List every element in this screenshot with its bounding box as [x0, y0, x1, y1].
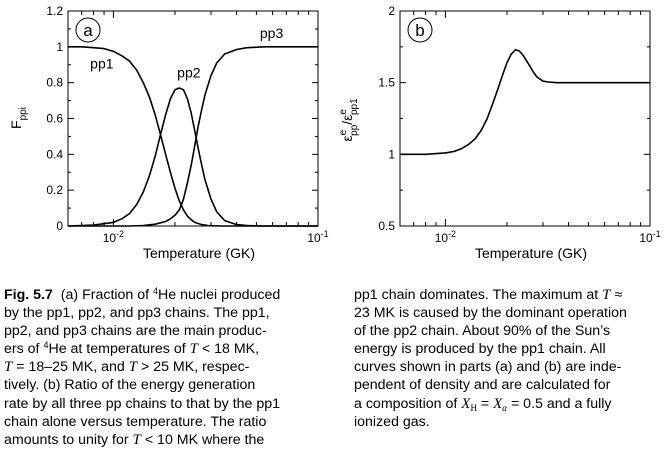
y-tick-label: 0.6	[46, 112, 63, 126]
x-axis-label-b: Temperature (GK)	[475, 245, 587, 261]
caption-line: rate by all three pp chains to that by t…	[4, 395, 281, 412]
panel-tag-circle-b	[407, 17, 433, 43]
figure-panels: 0 0.2 0.4 0.6 0.8 1 1.2 10-2 10-1 pp1 pp2 pp3 a T…	[8, 4, 661, 261]
y-tick-label: 0.8	[46, 76, 63, 90]
y-tick-label: 0.2	[46, 183, 63, 197]
caption-line: pp2, and pp3 chains are the main produc-	[4, 323, 267, 340]
x-tick-label: 10-1	[307, 229, 328, 245]
caption-line: curves shown in parts (a) and (b) are in…	[354, 359, 622, 376]
caption-line: pp1 chain dominates. The maximum at T ≈	[354, 287, 623, 303]
y-tick-label: 1	[388, 147, 395, 161]
curves-b	[400, 48, 650, 156]
curve-labels-a: pp1 pp2 pp3	[90, 25, 283, 80]
x-tick-label: 10-2	[435, 229, 456, 245]
curve-label-pp3: pp3	[260, 25, 284, 41]
series-line	[400, 48, 650, 156]
caption-line: T = 18–25 MK, and T > 25 MK, respec-	[4, 359, 250, 376]
curves-a	[67, 45, 318, 227]
caption-line: ers of 4He at temperatures of T < 18 MK,	[4, 340, 260, 358]
curve-label-pp2: pp2	[177, 64, 201, 80]
y-tick-label: 1	[56, 40, 63, 54]
caption-line: pendent of density and are calculated fo…	[354, 377, 611, 394]
caption-line: by the pp1, pp2, and pp3 chains. The pp1…	[4, 305, 270, 322]
y-ticks-b: 0.5 1 1.5 2	[378, 4, 650, 233]
caption-line: ionized gas.	[354, 413, 430, 430]
y-tick-label: 1.2	[46, 4, 63, 18]
caption-line: 23 MK is caused by the dominant operatio…	[354, 305, 627, 322]
caption-line: energy is produced by the pp1 chain. All	[354, 341, 606, 358]
curve-label-pp1: pp1	[90, 55, 114, 71]
svg-text:εepp/εepp1: εepp/εepp1	[338, 98, 360, 142]
panel-tag-a: a	[83, 21, 93, 40]
caption-line: of the pp2 chain. About 90% of the Sun’s	[354, 323, 611, 340]
panel-tag-circle-a	[75, 17, 101, 43]
caption-line: a composition of XH = Xα = 0.5 and a ful…	[354, 395, 612, 413]
series-line-pp1	[68, 45, 318, 227]
x-axis-label-a: Temperature (GK)	[143, 245, 255, 261]
x-tick-label: 10-2	[103, 229, 124, 245]
y-ticks-a: 0 0.2 0.4 0.6 0.8 1 1.2	[46, 4, 318, 233]
caption-line: amounts to unity for T < 10 MK where the	[4, 431, 265, 448]
caption-left-column: Fig. 5.7 (a) Fraction of 4He nuclei prod…	[4, 286, 326, 449]
y-axis-label-a: Fppi	[8, 107, 29, 129]
series-line-pp2	[67, 87, 318, 227]
panel-b: 0.5 1 1.5 2 10-2 10-1 b Temperature (GK) εep…	[338, 4, 661, 261]
caption-line: chain alone versus temperature. The rati…	[4, 413, 267, 430]
y-axis-label-b: εepp/εepp1	[338, 98, 360, 142]
figure-label: Fig. 5.7	[4, 287, 53, 303]
caption-text: (a) Fraction of	[60, 287, 154, 303]
caption-right-column: pp1 chain dominates. The maximum at T ≈ …	[354, 286, 660, 431]
y-tick-label: 2	[388, 4, 395, 18]
x-tick-label: 10-1	[639, 229, 660, 245]
panel-tag-b: b	[415, 21, 424, 40]
svg-text:Fppi: Fppi	[8, 107, 29, 129]
x-ticks-b: 10-2 10-1	[399, 11, 661, 245]
panel-a: 0 0.2 0.4 0.6 0.8 1 1.2 10-2 10-1 pp1 pp2 pp3 a T…	[8, 4, 329, 261]
caption-line: tively. (b) Ratio of the energy generati…	[4, 377, 256, 394]
y-tick-label: 0.4	[46, 147, 63, 161]
y-tick-label: 0.5	[378, 219, 395, 233]
series-line-pp3	[68, 45, 318, 227]
y-tick-label: 0	[56, 219, 63, 233]
plot-frame-b	[399, 10, 651, 227]
y-tick-label: 1.5	[378, 76, 395, 90]
